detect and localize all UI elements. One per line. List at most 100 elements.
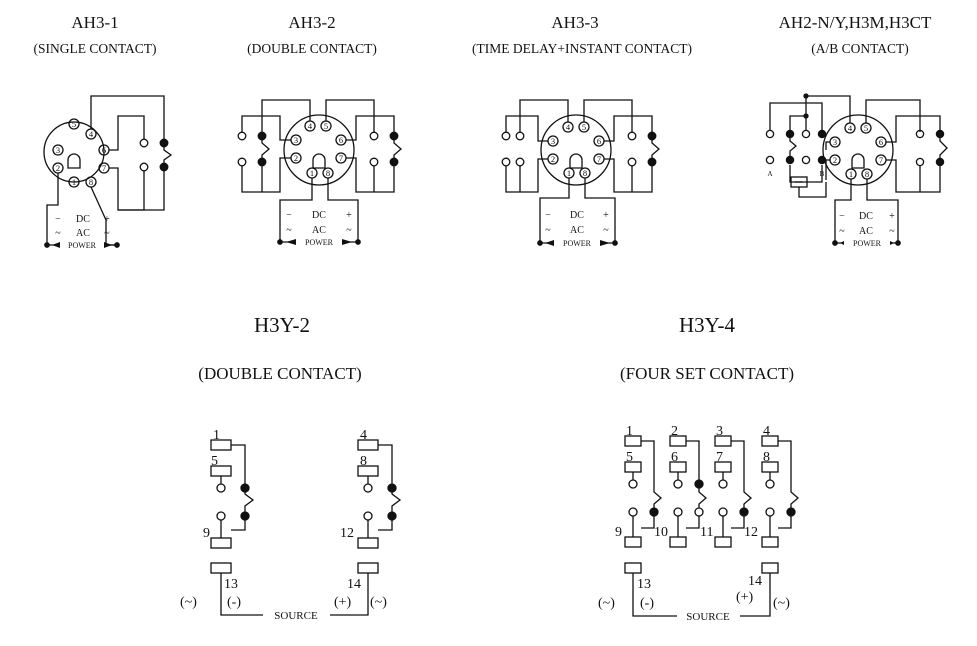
- contact-closed: [649, 507, 659, 517]
- contact-open: [363, 483, 373, 493]
- contact-closed: [240, 511, 250, 521]
- wire: [886, 115, 941, 143]
- dc-label: DC: [312, 210, 326, 221]
- minus-label: −: [839, 211, 845, 222]
- contact-closed: [257, 131, 267, 141]
- contact-open: [765, 507, 775, 517]
- diagram-subtitle-ah3-2: (DOUBLE CONTACT): [247, 41, 377, 56]
- timer-switch-arrow: [789, 138, 798, 156]
- terminal-dot: [114, 242, 120, 248]
- terminal-number: 7: [716, 450, 723, 465]
- diagram-ah3-3: [501, 99, 660, 246]
- diagram-title-ah3-2: AH3-2: [288, 13, 336, 32]
- wire: [118, 171, 165, 211]
- contact-closed: [387, 511, 397, 521]
- contact-open: [801, 129, 811, 139]
- terminal-box: [210, 537, 232, 549]
- pin-number: 2: [551, 154, 555, 164]
- timer-switch-arrow: [163, 147, 173, 163]
- wire: [604, 115, 653, 142]
- diagram-ah2: [765, 93, 948, 246]
- dc-label: DC: [859, 211, 873, 222]
- terminal-number: 2: [671, 424, 678, 439]
- ac-tilde-label: ~: [603, 225, 609, 236]
- contact-open: [501, 131, 511, 141]
- power-label: POWER: [305, 238, 334, 247]
- contact-closed: [935, 129, 945, 139]
- contact-closed: [647, 157, 657, 167]
- timer-switch-arrow: [391, 492, 402, 512]
- power-label: POWER: [68, 241, 97, 250]
- contact-closed: [817, 155, 827, 165]
- timer-switch-arrow: [743, 484, 752, 508]
- wire: [686, 440, 700, 480]
- contact-open: [673, 507, 683, 517]
- contact-closed: [935, 157, 945, 167]
- wire: [686, 516, 700, 529]
- socket-pin: [68, 176, 80, 188]
- terminal-dot: [277, 239, 283, 245]
- pin-number: 3: [56, 145, 60, 155]
- socket-outline: [43, 121, 105, 183]
- ac-label: AC: [570, 225, 584, 236]
- terminal-number: 8: [763, 450, 770, 465]
- timer-switch-arrow: [790, 484, 799, 508]
- pin-number: 6: [102, 145, 106, 155]
- plus-label: +: [104, 214, 110, 225]
- wire: [505, 158, 548, 193]
- wire: [378, 520, 393, 531]
- contact-open: [363, 511, 373, 521]
- pin-number: 8: [89, 177, 93, 187]
- wire: [584, 178, 616, 243]
- contact-closed: [389, 157, 399, 167]
- pin-number: 3: [294, 135, 298, 145]
- contact-open: [139, 138, 149, 148]
- contact-closed: [159, 162, 169, 172]
- terminal-number: 4: [763, 424, 770, 439]
- pin-number: 1: [849, 169, 853, 179]
- source-minus-label: (-): [640, 596, 654, 611]
- contact-closed: [785, 129, 795, 139]
- source-label: SOURCE: [274, 610, 318, 622]
- terminal-dot: [44, 242, 50, 248]
- terminal-box: [624, 536, 642, 548]
- contact-open: [627, 157, 637, 167]
- contact-open: [694, 507, 704, 517]
- source-plus-label: (+): [334, 595, 352, 610]
- wire: [641, 440, 655, 484]
- wire: [789, 165, 823, 183]
- diagram-subtitle-h3y-2: (DOUBLE CONTACT): [198, 364, 362, 383]
- socket-key: [67, 153, 81, 169]
- contact-closed: [786, 507, 796, 517]
- contact-b-label: B: [820, 170, 825, 178]
- pin-number: 4: [89, 129, 94, 139]
- wire: [604, 158, 653, 193]
- junction-dot: [803, 93, 809, 99]
- pin-number: 1: [567, 168, 571, 178]
- contact-closed: [694, 479, 704, 489]
- timer-switch-arrow: [651, 140, 660, 158]
- wire: [731, 516, 745, 529]
- wire: [789, 115, 806, 130]
- terminal-dot: [832, 240, 838, 246]
- contact-open: [237, 157, 247, 167]
- diagram-h3y-4: [624, 435, 799, 617]
- timer-switch-arrow: [939, 138, 948, 158]
- wire: [769, 102, 823, 130]
- terminal-box: [357, 537, 379, 549]
- minus-label: −: [55, 214, 61, 225]
- wire: [346, 115, 395, 141]
- timer-switch-arrow: [261, 140, 270, 158]
- pin-number: 4: [308, 121, 313, 131]
- pin-number: 5: [324, 121, 328, 131]
- wire: [378, 444, 393, 486]
- terminal-number: 14: [748, 574, 762, 589]
- terminal-number: 5: [211, 454, 218, 469]
- terminal-box: [761, 536, 779, 548]
- power-label: POWER: [853, 239, 882, 248]
- terminal-number: 11: [700, 525, 713, 540]
- wire: [330, 573, 369, 616]
- terminal-number: 1: [213, 428, 220, 443]
- ac-tilde-label: ~: [104, 228, 110, 239]
- wire: [740, 573, 771, 617]
